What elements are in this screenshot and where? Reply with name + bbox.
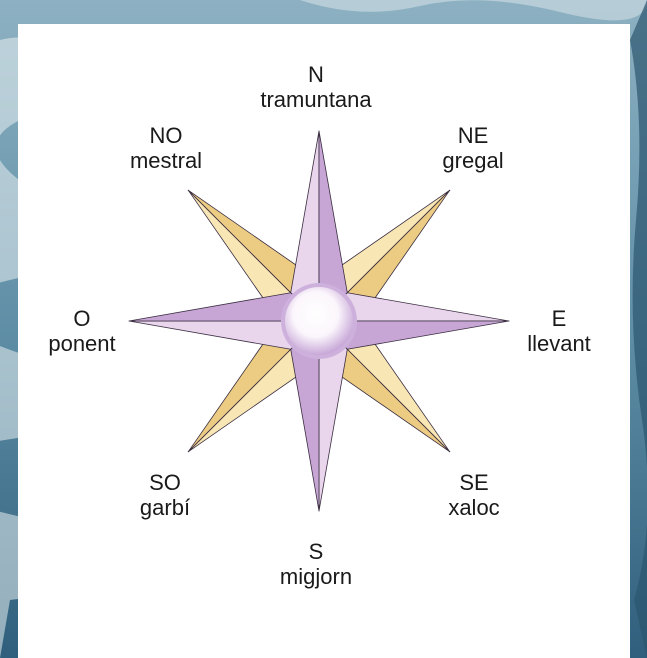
abbr-n: N <box>260 62 371 87</box>
abbr-so: SO <box>140 470 190 495</box>
label-se: SE xaloc <box>448 470 499 520</box>
name-ne: gregal <box>442 148 503 173</box>
name-e: llevant <box>527 331 591 356</box>
label-no: NO mestral <box>130 123 202 173</box>
abbr-s: S <box>280 539 352 564</box>
label-e: E llevant <box>527 306 591 356</box>
abbr-o: O <box>48 306 115 331</box>
name-so: garbí <box>140 495 190 520</box>
name-n: tramuntana <box>260 87 371 112</box>
abbr-ne: NE <box>442 123 503 148</box>
label-so: SO garbí <box>140 470 190 520</box>
label-o: O ponent <box>48 306 115 356</box>
center-circle <box>281 283 357 359</box>
name-no: mestral <box>130 148 202 173</box>
label-ne: NE gregal <box>442 123 503 173</box>
abbr-no: NO <box>130 123 202 148</box>
compass-card: N tramuntana NE gregal E llevant SE xalo… <box>18 24 630 658</box>
abbr-e: E <box>527 306 591 331</box>
name-o: ponent <box>48 331 115 356</box>
name-s: migjorn <box>280 564 352 589</box>
label-n: N tramuntana <box>260 62 371 112</box>
label-s: S migjorn <box>280 539 352 589</box>
name-se: xaloc <box>448 495 499 520</box>
abbr-se: SE <box>448 470 499 495</box>
